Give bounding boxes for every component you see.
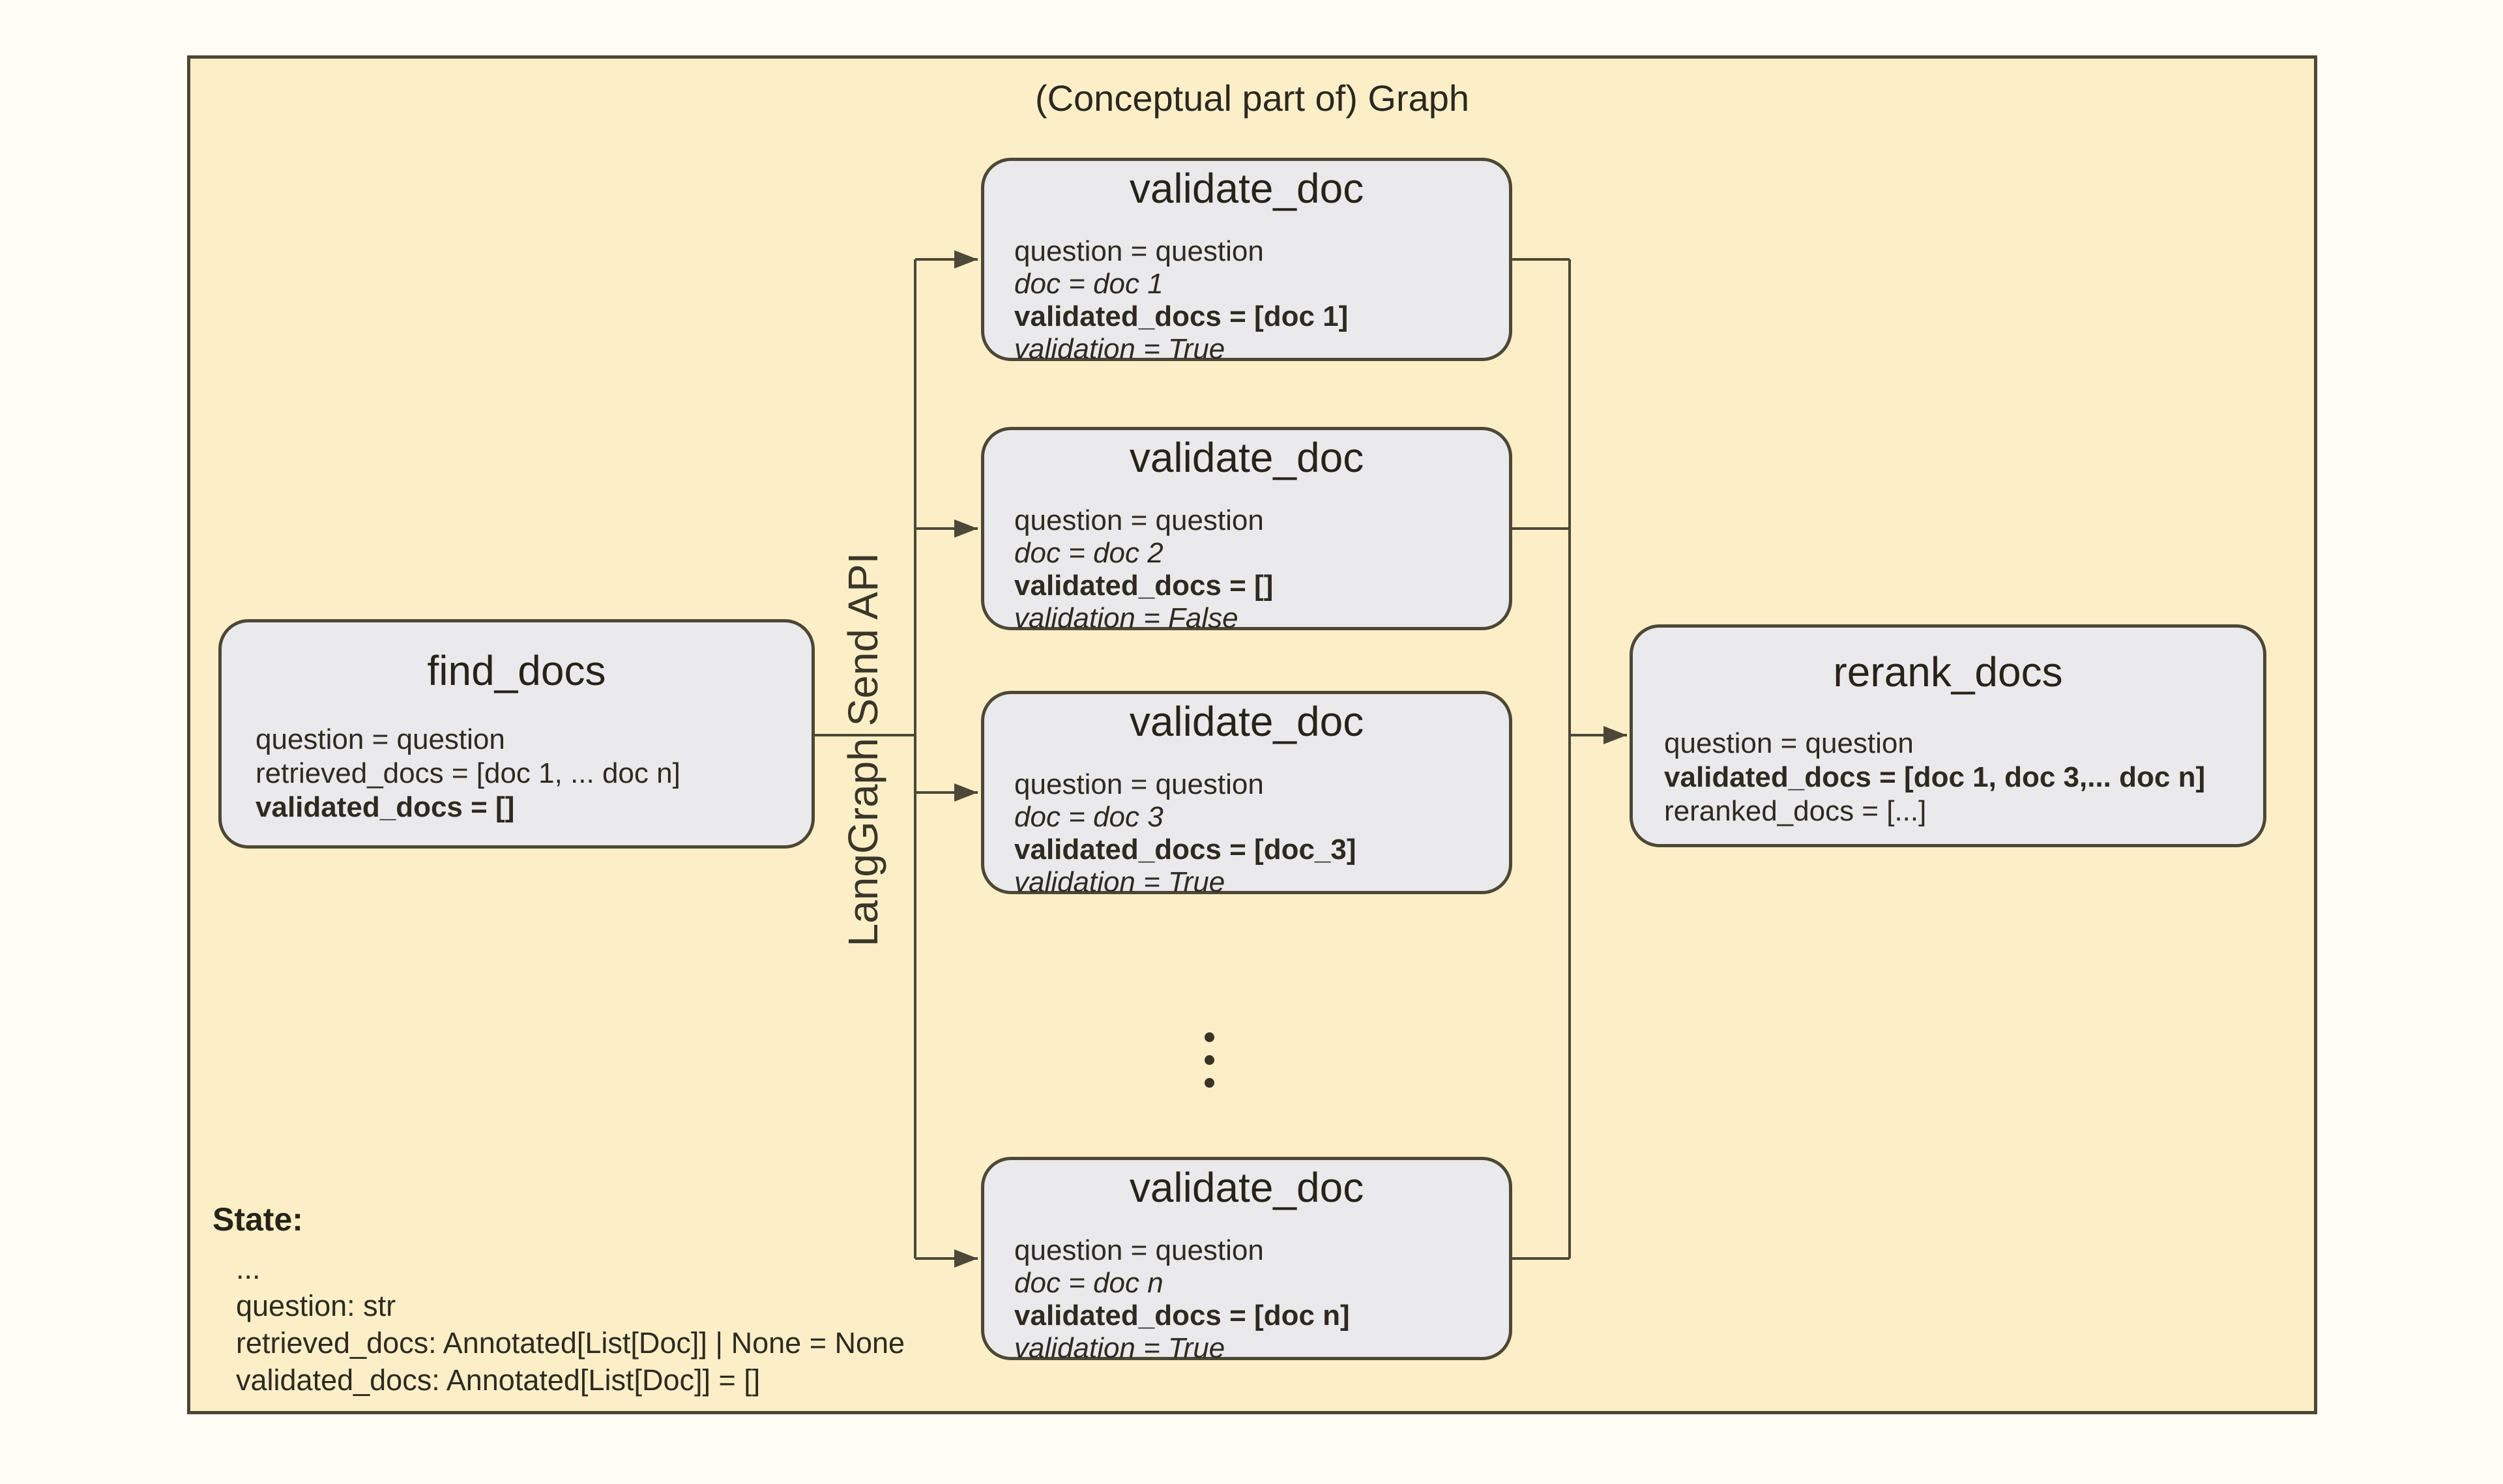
validate-doc-3-node-body: question = question doc = doc 3 validate… [1014, 768, 1509, 899]
node-line: validated_docs = [doc 1, doc 3,... doc n… [1664, 761, 2206, 793]
node-line: reranked_docs = [...] [1664, 795, 1927, 827]
node-line: validated_docs = [] [256, 791, 515, 823]
node-line: validation = False [1014, 602, 1238, 634]
node-line: question = question [1014, 235, 1264, 267]
validate-doc-2-node: validate_doc question = question doc = d… [981, 427, 1512, 634]
diagram-title: (Conceptual part of) Graph [1034, 78, 1470, 119]
node-line: doc = doc 2 [1014, 537, 1164, 569]
validate-doc-3-node-title: validate_doc [1129, 698, 1364, 745]
node-line: validated_docs = [doc 1] [1014, 300, 1349, 332]
rerank-docs-node-title: rerank_docs [1833, 648, 2063, 695]
node-line: question = question [256, 723, 505, 755]
node-line: question = question [1014, 504, 1264, 536]
validate-doc-1-node-body: question = question doc = doc 1 validate… [1014, 235, 1509, 366]
state-line: question: str [236, 1289, 396, 1322]
state-line: ... [236, 1252, 261, 1285]
node-line: doc = doc n [1014, 1267, 1164, 1299]
find-docs-node: find_docs question = question retrieved_… [218, 619, 815, 849]
state-line: retrieved_docs: Annotated[List[Doc]] | N… [236, 1326, 905, 1360]
validate-doc-2-node-body: question = question doc = doc 2 validate… [1014, 504, 1509, 635]
validate-doc-1-node-title: validate_doc [1129, 165, 1364, 212]
ellipsis-dot [1205, 1078, 1214, 1088]
validate-doc-n-node-body: question = question doc = doc n validate… [1014, 1234, 1509, 1365]
node-line: question = question [1014, 768, 1264, 800]
validate-doc-3-node: validate_doc question = question doc = d… [981, 691, 1512, 898]
state-lines: ... question: str retrieved_docs: Annota… [236, 1250, 905, 1399]
langgraph-send-api-label: LangGraph Send API [840, 552, 886, 947]
node-line: question = question [1664, 727, 1914, 759]
validate-doc-2-node-title: validate_doc [1129, 434, 1364, 481]
node-line: validated_docs = [] [1014, 570, 1274, 602]
validate-doc-n-node-title: validate_doc [1129, 1164, 1364, 1211]
node-line: doc = doc 1 [1014, 268, 1164, 300]
more-validate-nodes-ellipsis [1205, 1032, 1214, 1088]
node-line: validation = True [1014, 1332, 1225, 1364]
node-line: validated_docs = [doc_3] [1014, 834, 1356, 866]
node-line: validation = True [1014, 333, 1225, 365]
validate-doc-1-node: validate_doc question = question doc = d… [981, 158, 1512, 365]
node-line: validation = True [1014, 866, 1225, 898]
ellipsis-dot [1205, 1032, 1214, 1042]
node-line: question = question [1014, 1234, 1264, 1266]
node-line: validated_docs = [doc n] [1014, 1300, 1350, 1331]
state-heading: State: [212, 1201, 303, 1238]
validate-doc-n-node: validate_doc question = question doc = d… [981, 1157, 1512, 1364]
state-line: validated_docs: Annotated[List[Doc]] = [… [236, 1363, 761, 1397]
ellipsis-dot [1205, 1055, 1214, 1065]
state-panel: State: ... question: str retrieved_docs:… [212, 1200, 905, 1399]
rerank-docs-node: rerank_docs question = question validate… [1630, 624, 2266, 847]
rerank-docs-node-body: question = question validated_docs = [do… [1664, 727, 2263, 828]
find-docs-node-title: find_docs [427, 647, 606, 694]
node-line: retrieved_docs = [doc 1, ... doc n] [256, 757, 681, 789]
find-docs-node-body: question = question retrieved_docs = [do… [256, 723, 812, 824]
node-line: doc = doc 3 [1014, 801, 1164, 833]
